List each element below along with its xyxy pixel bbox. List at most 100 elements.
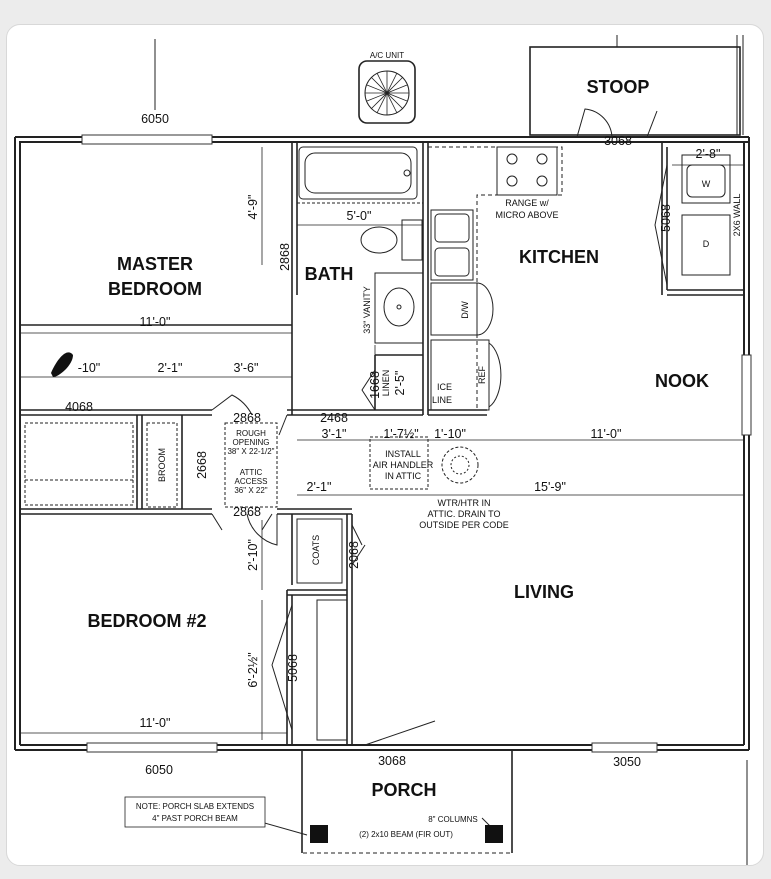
dryer bbox=[681, 214, 731, 276]
water-heater-icon bbox=[441, 446, 479, 484]
broom-closet bbox=[146, 422, 178, 508]
code-door-coats: 2068 bbox=[347, 541, 361, 569]
pen-mark bbox=[51, 352, 73, 377]
dim-closet-b: 2'-1" bbox=[158, 361, 183, 375]
air-handler-note: INSTALL bbox=[385, 449, 421, 459]
dim-master-width: 11'-0" bbox=[140, 315, 171, 329]
code-window-laundry: 5068 bbox=[659, 204, 673, 232]
dim-linen-width: 2'-5" bbox=[393, 371, 407, 396]
dim-nook-width: 11'-0" bbox=[591, 427, 622, 441]
window-3050-bottom bbox=[591, 742, 658, 753]
water-heater-inner bbox=[450, 455, 470, 475]
code-door-hall-c: 2668 bbox=[195, 451, 209, 479]
door-bifold-bed2-closet bbox=[271, 604, 293, 731]
door-swing-linen bbox=[361, 369, 376, 411]
master-closet-shelf bbox=[24, 422, 134, 506]
burner bbox=[506, 175, 518, 187]
burner bbox=[536, 153, 548, 165]
dim-living-width: 15'-9" bbox=[534, 480, 566, 494]
room-label-stoop: STOOP bbox=[587, 77, 650, 97]
coats-closet bbox=[296, 518, 343, 584]
rough-opening-note-2: OPENING bbox=[233, 438, 270, 447]
dishwasher-door-arc bbox=[476, 282, 494, 336]
dim-bath-height: 4'-9" bbox=[246, 195, 260, 220]
porch-note-box bbox=[124, 796, 266, 828]
porch-note: NOTE: PORCH SLAB EXTENDS bbox=[136, 802, 254, 811]
door-swing-stoop bbox=[576, 108, 613, 138]
dim-bath-width: 5'-0" bbox=[347, 209, 372, 223]
counter-upper bbox=[428, 146, 563, 410]
water-heater-note-2: ATTIC. DRAIN TO bbox=[427, 509, 500, 519]
toilet-bowl bbox=[360, 226, 398, 254]
ac-unit-label: A/C UNIT bbox=[370, 51, 404, 60]
porch-note-2: 4" PAST PORCH BEAM bbox=[152, 814, 238, 823]
range-label-2: MICRO ABOVE bbox=[495, 210, 558, 220]
code-door-stoop: 3068 bbox=[604, 134, 632, 148]
dim-closet-a: -10" bbox=[78, 361, 101, 375]
code-window-top-left: 6050 bbox=[141, 112, 169, 126]
bathtub-inner bbox=[304, 152, 412, 194]
vanity-drain bbox=[396, 304, 402, 310]
toilet-tank bbox=[401, 219, 423, 261]
door-swing-coats bbox=[351, 524, 366, 566]
code-door-bed2-closet: 5068 bbox=[286, 654, 300, 682]
coats-label: COATS bbox=[311, 535, 321, 565]
vanity-sink bbox=[383, 287, 415, 327]
code-door-front: 3068 bbox=[378, 754, 406, 768]
washer-label: W bbox=[702, 179, 711, 189]
room-label-nook: NOOK bbox=[655, 371, 709, 391]
room-label-porch: PORCH bbox=[371, 780, 436, 800]
code-door-linen: 1668 bbox=[368, 371, 382, 399]
dimension-lines bbox=[20, 147, 744, 740]
code-door-hall-d: 2868 bbox=[233, 505, 261, 519]
sink-bowl bbox=[434, 247, 470, 277]
door-swing-bedroom2 bbox=[246, 513, 278, 546]
door-swing-bath bbox=[278, 414, 288, 436]
broom-label: BROOM bbox=[157, 448, 167, 482]
dim-laundry-width: 2'-8" bbox=[696, 147, 721, 161]
beam-note: (2) 2x10 BEAM (FIR OUT) bbox=[359, 830, 453, 839]
washer bbox=[681, 154, 731, 204]
burner bbox=[536, 175, 548, 187]
air-handler-note-2: AIR HANDLER bbox=[373, 460, 434, 470]
ice-label: ICE bbox=[437, 382, 452, 392]
floor-plan: MASTER BEDROOM BATH KITCHEN NOOK LIVING … bbox=[14, 35, 752, 865]
dim-hall-b: 1'-7½" bbox=[383, 427, 418, 441]
door-swing-stoop-2 bbox=[646, 110, 658, 138]
attic-access-note-3: 36" X 22" bbox=[234, 486, 267, 495]
water-heater-note: WTR/HTR IN bbox=[438, 498, 491, 508]
bed2-closet-shelf bbox=[316, 599, 348, 741]
vanity-cabinet bbox=[374, 272, 424, 344]
dim-bed2-a: 2'-10" bbox=[246, 539, 260, 571]
floor-plan-frame: MASTER BEDROOM BATH KITCHEN NOOK LIVING … bbox=[6, 24, 764, 866]
room-label-living: LIVING bbox=[514, 582, 574, 602]
attic-access bbox=[224, 422, 278, 508]
columns-note: 8" COLUMNS bbox=[428, 815, 478, 824]
room-label-bath: BATH bbox=[305, 264, 354, 284]
dim-hall-a: 3'-1" bbox=[322, 427, 347, 441]
sink-bowl bbox=[434, 213, 470, 243]
stoop-slab bbox=[529, 46, 741, 136]
burner bbox=[506, 153, 518, 165]
door-swing-hall bbox=[211, 513, 273, 531]
range-label: RANGE w/ bbox=[505, 198, 549, 208]
dim-closet-c: 3'-6" bbox=[234, 361, 259, 375]
ac-fan-spokes bbox=[365, 71, 409, 115]
room-label-bedroom2: BEDROOM #2 bbox=[87, 611, 206, 631]
kitchen-sink bbox=[430, 209, 474, 281]
room-label-master-2: BEDROOM bbox=[108, 279, 202, 299]
attic-access-note-2: ACCESS bbox=[235, 477, 268, 486]
window-6050-bottom bbox=[86, 742, 218, 753]
code-window-bath: 2868 bbox=[278, 243, 292, 271]
rough-opening-note: ROUGH bbox=[236, 429, 266, 438]
dim-hall-c: 1'-10" bbox=[434, 427, 466, 441]
code-door-master-closet: 4068 bbox=[65, 400, 93, 414]
ref-door-arc bbox=[488, 342, 502, 408]
rough-opening-note-3: 38" X 22-1/2" bbox=[227, 447, 274, 456]
dim-bed2-b: 6'-2½" bbox=[246, 652, 260, 687]
dim-hall-d: 2'-1" bbox=[307, 480, 332, 494]
dryer-label: D bbox=[703, 239, 710, 249]
bathtub bbox=[298, 146, 418, 200]
dishwasher bbox=[430, 282, 478, 336]
exterior-walls bbox=[14, 136, 750, 751]
